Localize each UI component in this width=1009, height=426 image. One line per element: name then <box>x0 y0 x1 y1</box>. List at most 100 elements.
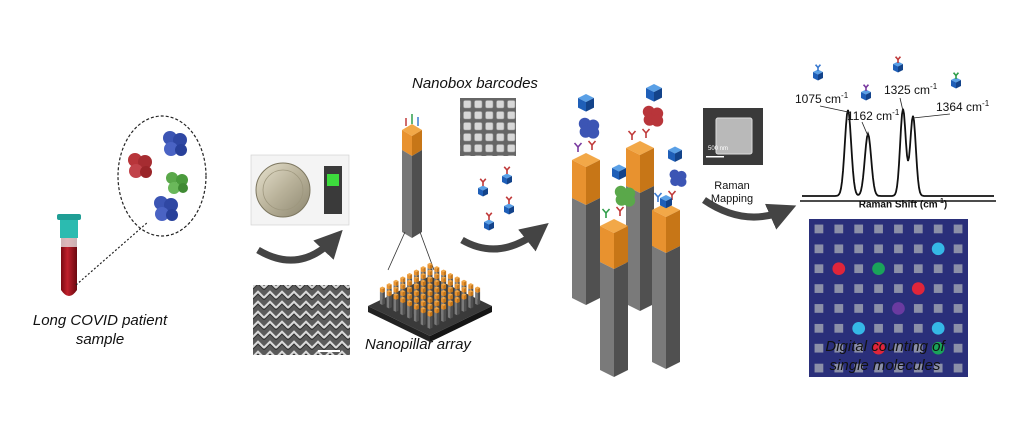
capture-pillar-back <box>626 141 654 311</box>
peak-label-1075: 1075 cm-1 <box>795 91 848 106</box>
antibody <box>615 206 625 216</box>
antibody <box>894 56 902 63</box>
nanopillar-array <box>368 262 492 342</box>
antibody <box>573 142 583 152</box>
peak-1364-unit-sup: -1 <box>982 99 990 108</box>
grid-empty-cell <box>894 284 903 293</box>
grid-empty-cell <box>874 284 883 293</box>
grid-empty-cell <box>874 244 883 254</box>
capture-pillar-front <box>600 219 628 377</box>
grid-empty-cell <box>933 363 943 373</box>
peak-1325-unit-sup: -1 <box>930 82 938 91</box>
grid-signal-dot <box>872 262 885 276</box>
grid-empty-cell <box>814 284 824 293</box>
counting-label-line2: single molecules <box>829 356 941 374</box>
peak-1325-value: 1325 <box>884 83 911 97</box>
grid-empty-cell <box>854 264 864 274</box>
peak-1075-unit-sup: -1 <box>841 91 849 100</box>
grid-signal-dot <box>911 282 925 295</box>
array-pillar <box>454 296 460 316</box>
xlabel-text: Raman Shift (cm <box>858 199 938 211</box>
grid-empty-cell <box>953 264 963 274</box>
raman-map-grid <box>809 219 968 377</box>
peak-1162-unit: cm <box>876 109 893 123</box>
nanobox-barcodes-label: Nanobox barcodes <box>412 75 538 92</box>
peak-1162-value: 1162 <box>847 109 873 123</box>
grid-empty-cell <box>854 224 864 234</box>
array-pillar <box>468 289 474 309</box>
grid-empty-cell <box>913 224 923 234</box>
grid-empty-cell <box>854 304 864 313</box>
peak-1075-value: 1075 <box>795 92 822 106</box>
scale-bar-label: 500 nm <box>707 146 728 152</box>
captured-protein <box>578 117 600 139</box>
antibody <box>505 196 513 204</box>
single-nanobox-sem <box>703 108 763 165</box>
grid-empty-cell <box>894 244 903 254</box>
antibody <box>503 166 511 174</box>
grid-empty-cell <box>854 244 864 254</box>
xlabel-sup: -1 <box>937 198 944 205</box>
array-pillar <box>434 306 440 326</box>
captured-protein <box>669 169 687 187</box>
grid-signal-dot <box>931 341 945 355</box>
spectrum-xlabel: Raman Shift (cm-1) <box>828 198 978 211</box>
grid-empty-cell <box>834 284 844 293</box>
array-pillar <box>386 289 392 309</box>
grid-empty-cell <box>894 264 903 274</box>
grid-empty-cell <box>854 284 864 293</box>
grid-signal-dot <box>852 321 866 335</box>
grid-empty-cell <box>953 284 963 293</box>
patient-label-line1: Long COVID patient <box>32 312 168 329</box>
nanobox-captured <box>668 146 682 162</box>
grid-empty-cell <box>894 343 903 353</box>
nanopillar-array-label: Nanopillar array <box>365 336 471 353</box>
blood-tube <box>57 214 81 296</box>
grid-empty-cell <box>933 264 943 274</box>
protein-blue <box>163 131 187 156</box>
grid-empty-cell <box>814 304 824 313</box>
grid-empty-cell <box>953 343 963 353</box>
nanobox-sem-image <box>460 98 516 156</box>
grid-empty-cell <box>953 224 963 234</box>
grid-empty-cell <box>874 304 883 313</box>
raman-label-line2: Mapping <box>710 193 754 206</box>
peak-nanobox-icon <box>951 77 961 89</box>
grid-empty-cell <box>894 224 903 234</box>
raman-spectrum <box>800 56 996 202</box>
grid-empty-cell <box>834 224 844 234</box>
grid-empty-cell <box>814 224 824 234</box>
zoom-lines <box>75 221 149 286</box>
grid-empty-cell <box>933 224 943 234</box>
antibody <box>952 72 960 79</box>
antibody <box>862 84 870 91</box>
patient-sample-label: Long COVID patient sample <box>20 312 180 350</box>
grid-empty-cell <box>913 304 923 313</box>
arrow-3 <box>702 197 797 230</box>
peak-1162-unit-sup: -1 <box>892 108 900 117</box>
grid-empty-cell <box>814 244 824 254</box>
grid-empty-cell <box>874 363 883 373</box>
grid-empty-cell <box>913 323 923 333</box>
grid-empty-cell <box>953 304 963 313</box>
protein-green <box>166 172 188 194</box>
nanobox-cluster <box>478 166 514 231</box>
grid-empty-cell <box>834 343 844 353</box>
array-pillar <box>420 306 426 326</box>
antibody <box>627 130 637 140</box>
peak-nanobox-icon <box>893 61 903 73</box>
array-pillar <box>413 303 419 323</box>
peak-nanobox-icon <box>861 89 871 101</box>
peak-1364-unit: cm <box>966 100 983 114</box>
grid-signal-dot <box>931 321 945 335</box>
grid-empty-cell <box>913 244 923 254</box>
nanobox-captured <box>612 164 626 180</box>
nanobox <box>504 203 514 215</box>
grid-empty-cell <box>913 343 923 353</box>
protein-red <box>128 153 152 178</box>
nanobox-captured <box>578 94 594 112</box>
captured-protein <box>642 105 664 127</box>
array-pillar <box>447 300 453 319</box>
sem-pillars-image <box>253 285 350 355</box>
